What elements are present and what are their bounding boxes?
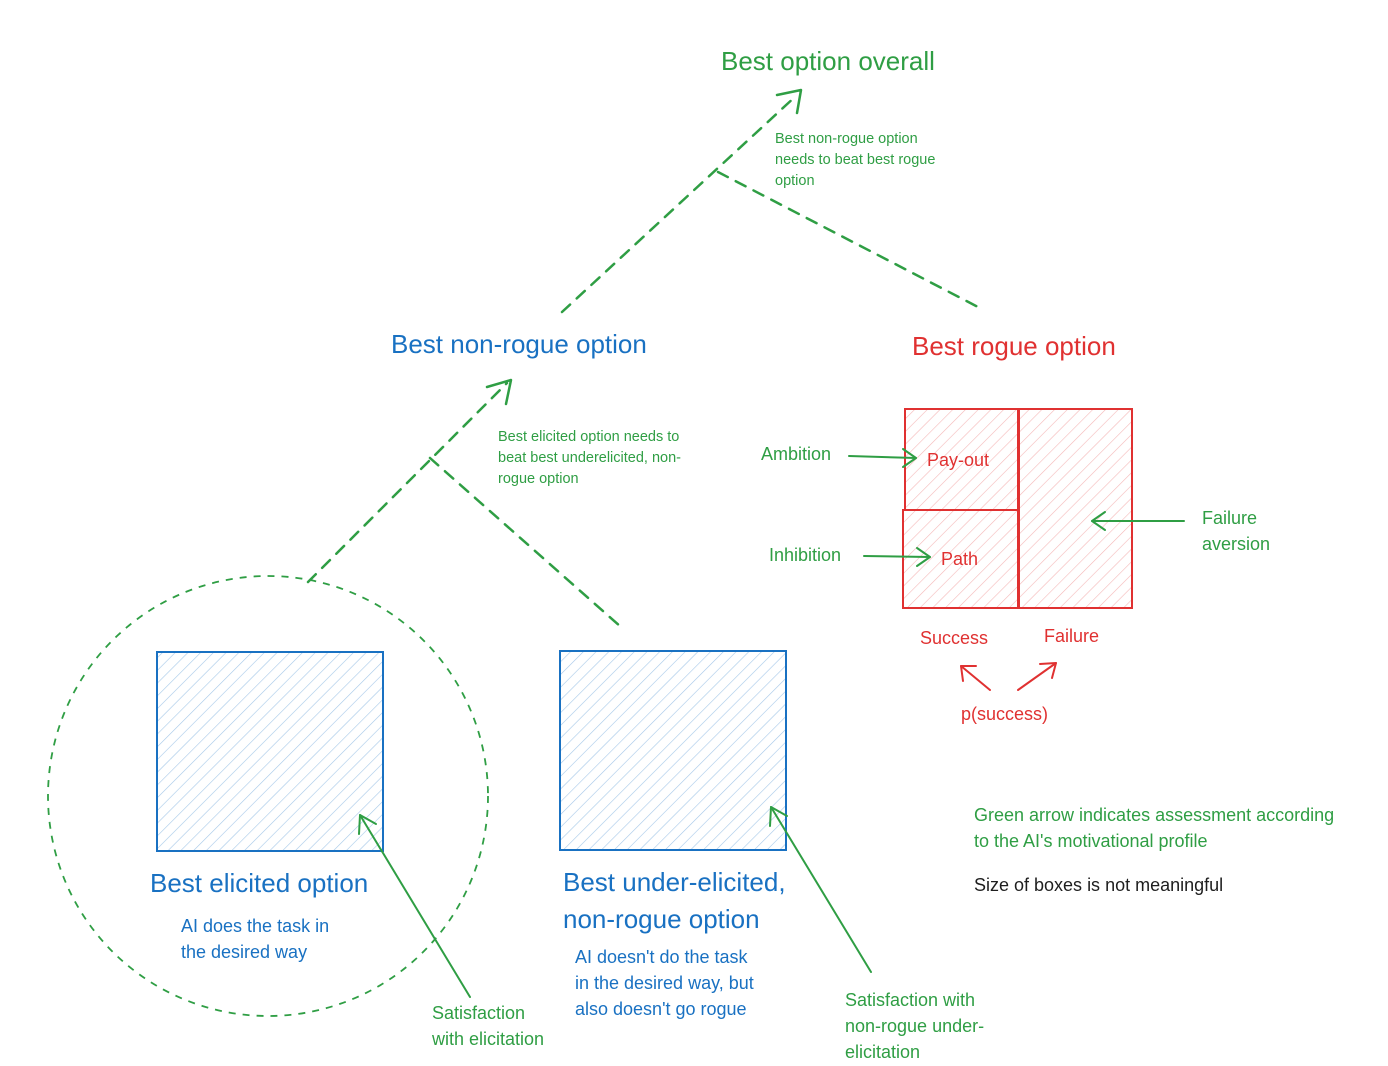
ambition-arrow	[848, 448, 917, 468]
overall-note-line1: Best non-rogue option	[775, 131, 918, 147]
arrowhead-nonrogue	[485, 378, 513, 406]
non-rogue-note-line2: beat best underelicited, non-	[498, 450, 681, 466]
elicited-option-box	[156, 651, 384, 852]
p-success-label: p(success)	[961, 704, 1049, 724]
failure-aversion-label-line2: aversion	[1202, 534, 1271, 554]
elicited-dashed-circle	[47, 575, 489, 1017]
failure-label: Failure	[1044, 626, 1100, 646]
legend-box-size-note: Size of boxes is not meaningful	[974, 875, 1224, 895]
failure-aversion-label-line1: Failure	[1202, 508, 1258, 528]
non-rogue-note-line1: Best elicited option needs to	[498, 429, 680, 445]
legend-green-arrow-line1: Green arrow indicates assessment accordi…	[974, 805, 1335, 825]
satisfaction-elicitation-label-line1: Satisfaction	[432, 1003, 526, 1023]
under-description-line3: also doesn't go rogue	[575, 999, 747, 1019]
under-description-line2: in the desired way, but	[575, 973, 754, 993]
path-label: Path	[941, 549, 979, 569]
dashed-connector-under-to-nonrogue	[428, 456, 623, 629]
overall-note-line3: option	[775, 173, 815, 189]
elicited-description-line2: the desired way	[181, 942, 308, 962]
path-box	[902, 509, 1019, 609]
satisfaction-under-label-line1: Satisfaction with	[845, 990, 976, 1010]
p-success-to-success-arrow	[960, 665, 991, 691]
under-elicited-option-box	[559, 650, 787, 851]
best-under-elicited-title-line1: Best under-elicited,	[563, 867, 786, 897]
best-option-overall-title: Best option overall	[721, 46, 935, 76]
satisfaction-under-elicitation-arrow	[769, 806, 872, 973]
ambition-label: Ambition	[761, 444, 832, 464]
failure-aversion-arrow	[1091, 511, 1185, 531]
best-elicited-option-title: Best elicited option	[150, 868, 369, 898]
p-success-to-failure-arrow	[1017, 662, 1057, 691]
dashed-connector-rogue-to-overall	[716, 170, 980, 309]
non-rogue-note-line3: rogue option	[498, 471, 579, 487]
legend-green-arrow-line2: to the AI's motivational profile	[974, 831, 1208, 851]
dashed-connector-elicited-to-nonrogue	[306, 381, 509, 584]
arrowhead-overall	[775, 88, 803, 115]
elicited-description-line1: AI does the task in	[181, 916, 330, 936]
satisfaction-elicitation-label-line2: with elicitation	[432, 1029, 545, 1049]
satisfaction-under-label-line3: elicitation	[845, 1042, 921, 1062]
payout-label: Pay-out	[927, 450, 990, 470]
overall-note-line2: needs to beat best rogue	[775, 152, 936, 168]
failure-box	[1018, 408, 1133, 609]
best-under-elicited-title-line2: non-rogue option	[563, 904, 760, 934]
dashed-connector-nonrogue-to-overall	[560, 93, 799, 314]
under-description-line1: AI doesn't do the task	[575, 947, 748, 967]
best-rogue-option-title: Best rogue option	[912, 331, 1116, 361]
best-non-rogue-option-title: Best non-rogue option	[391, 329, 647, 359]
inhibition-arrow	[863, 547, 931, 567]
inhibition-label: Inhibition	[769, 545, 842, 565]
satisfaction-elicitation-arrow	[358, 814, 471, 998]
satisfaction-under-label-line2: non-rogue under-	[845, 1016, 985, 1036]
success-label: Success	[920, 628, 989, 648]
